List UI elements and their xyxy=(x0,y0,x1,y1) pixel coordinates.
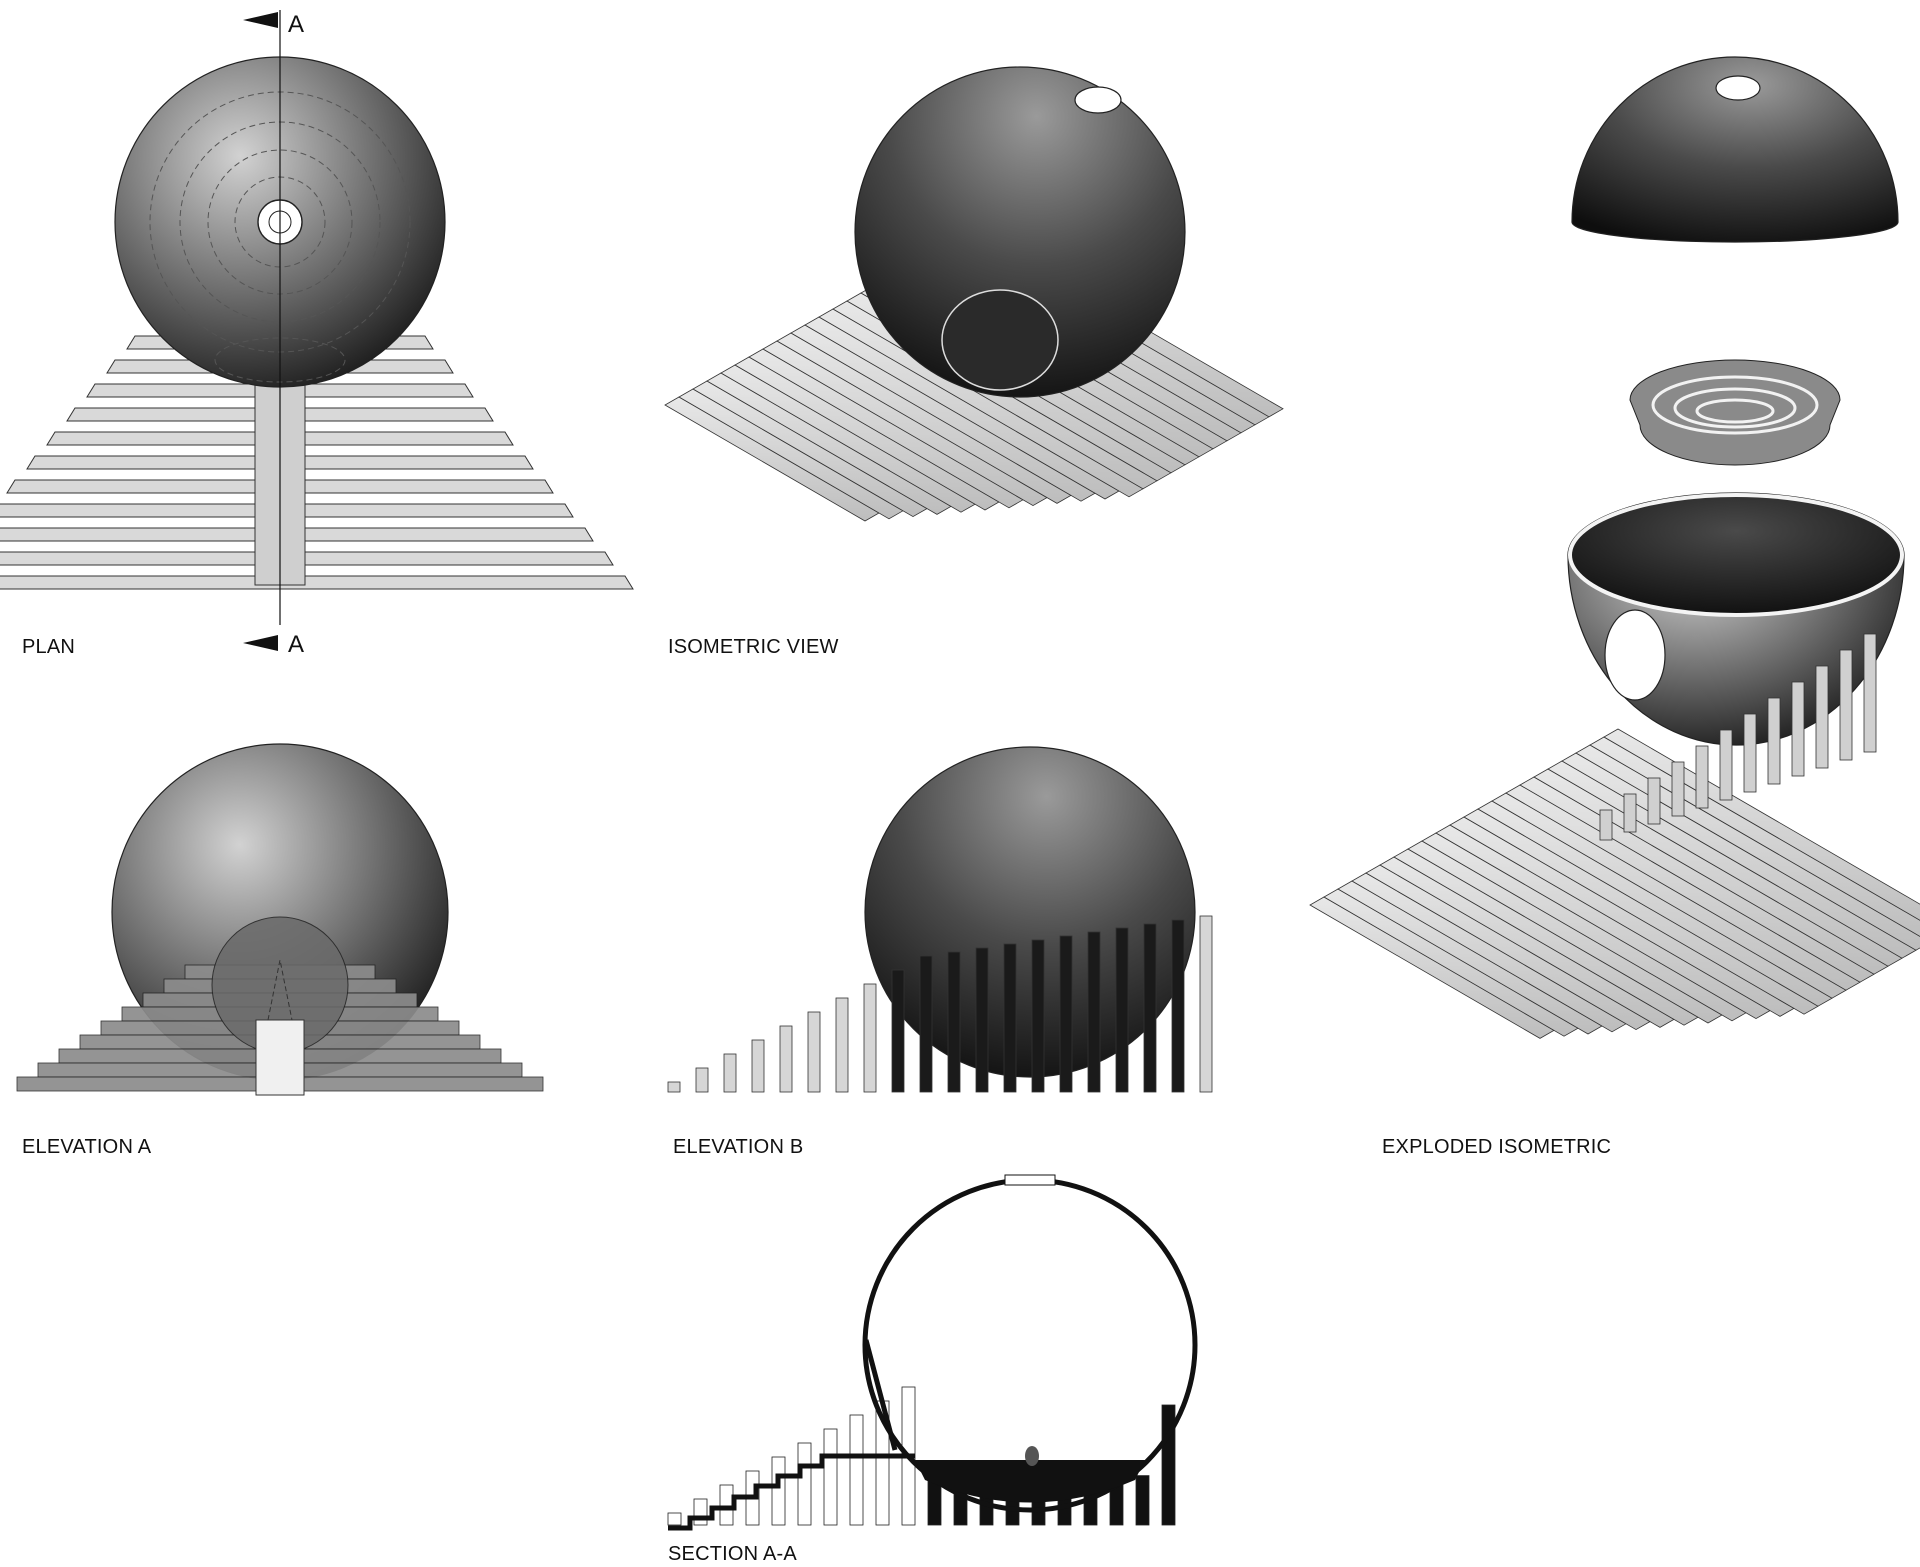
exploded-fin xyxy=(1767,697,1781,785)
exploded-upper-dome xyxy=(1571,56,1899,243)
isometric-view: ISOMETRIC VIEW xyxy=(664,66,1284,658)
section-a-a: SECTION A-A xyxy=(667,1174,1198,1565)
label-isometric-view: ISOMETRIC VIEW xyxy=(668,636,839,658)
elev-b-front-fins xyxy=(891,919,1185,1093)
exploded-isometric: EXPLODED ISOMETRIC xyxy=(1309,56,1920,1158)
elev-b-fin xyxy=(891,969,905,1093)
exploded-fin xyxy=(1599,809,1613,841)
exploded-bar xyxy=(1575,744,1920,951)
section-fin xyxy=(771,1456,786,1526)
iso-sphere xyxy=(854,66,1186,398)
elev-b-fin xyxy=(863,983,877,1093)
section-stair-profile xyxy=(668,1453,915,1531)
section-fin xyxy=(1161,1404,1176,1526)
elev-b-fin xyxy=(1031,939,1045,1093)
label-elevation-b: ELEVATION B xyxy=(673,1136,803,1158)
exploded-bowl-door xyxy=(1604,609,1666,701)
section-fin xyxy=(1135,1475,1150,1526)
section-fin xyxy=(849,1414,864,1526)
elev-b-fin xyxy=(1003,943,1017,1093)
elev-b-fin xyxy=(947,951,961,1093)
section-fin xyxy=(667,1512,682,1526)
exploded-fin xyxy=(1839,649,1853,761)
section-figure xyxy=(1025,1446,1039,1466)
exploded-fin xyxy=(1791,681,1805,777)
section-fin xyxy=(797,1442,812,1526)
exploded-fin xyxy=(1647,777,1661,825)
plan-view: A A PLAN xyxy=(0,10,634,658)
label-section-a-a: SECTION A-A xyxy=(668,1543,797,1565)
section-floor xyxy=(915,1460,1145,1503)
section-fin xyxy=(823,1428,838,1526)
plan-terrace xyxy=(0,551,614,566)
elev-b-fin xyxy=(1115,927,1129,1093)
exploded-bowl-rim xyxy=(1568,493,1904,617)
iso-oculus xyxy=(1074,86,1122,114)
elev-b-fin xyxy=(919,955,933,1093)
elev-b-fin xyxy=(1143,923,1157,1093)
exploded-fin xyxy=(1815,665,1829,769)
plan-section-arrow-top xyxy=(243,12,278,28)
exploded-fin xyxy=(1671,761,1685,817)
exploded-steps xyxy=(1309,633,1920,1039)
section-marker-top: A xyxy=(288,11,304,38)
elev-b-fin xyxy=(751,1039,765,1093)
exploded-fin xyxy=(1623,793,1637,833)
elev-b-fin xyxy=(695,1067,709,1093)
section-ramp xyxy=(863,1339,898,1451)
exploded-seating-tiers xyxy=(1651,375,1819,435)
elev-a-stair xyxy=(255,1019,305,1096)
elev-b-fin xyxy=(667,1081,681,1093)
elev-b-fin xyxy=(1087,931,1101,1093)
plan-terrace xyxy=(0,575,634,590)
exploded-fin xyxy=(1719,729,1733,801)
elev-b-fin xyxy=(723,1053,737,1093)
label-elevation-a: ELEVATION A xyxy=(22,1136,152,1158)
iso-sphere-opening xyxy=(941,289,1059,391)
exploded-oculus xyxy=(1715,75,1761,101)
elev-b-fin xyxy=(779,1025,793,1093)
exploded-fin xyxy=(1695,745,1709,809)
exploded-seating-ring xyxy=(1629,359,1841,466)
section-oculus-gap xyxy=(1004,1174,1056,1186)
label-plan: PLAN xyxy=(22,636,75,658)
elev-b-fin xyxy=(1059,935,1073,1093)
elev-b-fin xyxy=(807,1011,821,1093)
elev-a-stair-arch xyxy=(267,959,293,1021)
elev-b-sphere xyxy=(864,746,1196,1078)
elev-b-fin xyxy=(975,947,989,1093)
elevation-b: ELEVATION B xyxy=(667,746,1213,1158)
section-fin xyxy=(693,1498,708,1526)
elev-b-fin xyxy=(1199,915,1213,1093)
elev-b-fins xyxy=(667,915,1213,1093)
plan-section-arrow-bottom xyxy=(243,635,278,651)
section-fin xyxy=(719,1484,734,1526)
section-fins xyxy=(667,1386,1176,1526)
elevation-a: ELEVATION A xyxy=(16,743,544,1158)
exploded-fin xyxy=(1743,713,1757,793)
elev-b-fin xyxy=(835,997,849,1093)
label-exploded-isometric: EXPLODED ISOMETRIC xyxy=(1382,1136,1611,1158)
exploded-fin xyxy=(1863,633,1877,753)
elev-b-fin xyxy=(1171,919,1185,1093)
section-marker-bottom: A xyxy=(288,631,304,658)
